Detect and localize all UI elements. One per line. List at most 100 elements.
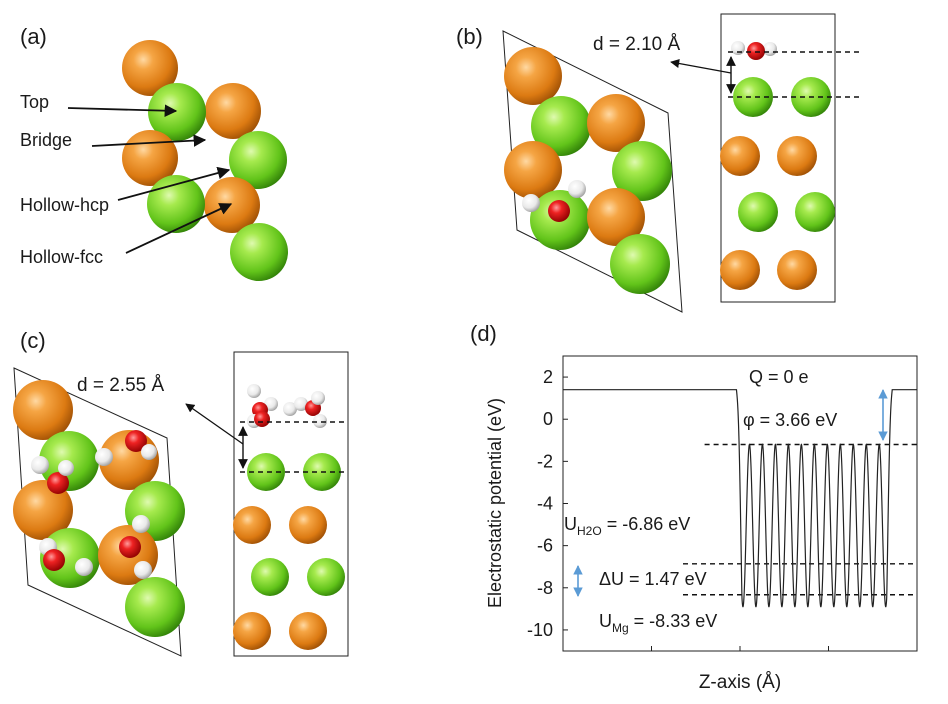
panel-c-label: (c): [20, 328, 46, 353]
u-h2o-subscript: H2O: [577, 524, 602, 538]
orange-atom: [289, 506, 327, 544]
u-mg-subscript: Mg: [612, 621, 629, 635]
y-tick-label: -10: [527, 620, 553, 640]
orange-atom: [720, 136, 760, 176]
orange-atom: [777, 136, 817, 176]
u-mg-value: = -8.33 eV: [629, 611, 718, 631]
orange-atom: [587, 94, 645, 152]
orange-atom: [504, 47, 562, 105]
mg-atom: [251, 558, 289, 596]
u-h2o-symbol: U: [564, 514, 577, 534]
orange-atom: [720, 250, 760, 290]
mg-atom: [531, 96, 591, 156]
mg-atom: [229, 131, 287, 189]
hydrogen-atom: [134, 561, 152, 579]
work-function-annotation: φ = 3.66 eV: [743, 410, 837, 430]
y-tick-label: 0: [543, 409, 553, 429]
oxygen-atom: [254, 411, 270, 427]
panel-b-top-view-atoms: [504, 47, 672, 294]
panel-b-label: (b): [456, 24, 483, 49]
orange-atom: [205, 83, 261, 139]
orange-atom: [587, 188, 645, 246]
u-h2o-annotation: UH2O = -6.86 eV: [564, 514, 690, 538]
hydrogen-atom: [95, 448, 113, 466]
x-axis-label: Z-axis (Å): [699, 672, 781, 693]
panel-d-label: (d): [470, 321, 497, 346]
panel-a-atoms: [122, 40, 288, 281]
y-tick-label: -8: [537, 578, 553, 598]
pointer-arrow-hollow-hcp: [117, 166, 231, 201]
site-label-top: Top: [20, 92, 49, 112]
hydrogen-atom: [31, 456, 49, 474]
panel-c: (c): [13, 328, 349, 657]
hydrogen-atom: [568, 180, 586, 198]
distance-label-c: d = 2.55 Å: [77, 375, 164, 396]
orange-atom: [777, 250, 817, 290]
u-mg-symbol: U: [599, 611, 612, 631]
distance-pointer-b: [670, 59, 732, 74]
mg-atom: [612, 141, 672, 201]
mg-atom: [610, 234, 670, 294]
mg-atom: [147, 175, 205, 233]
mg-atom: [738, 192, 778, 232]
panel-c-side-view-atoms: [233, 384, 345, 650]
hydrogen-atom: [75, 558, 93, 576]
y-tick-label: -2: [537, 451, 553, 471]
oxygen-atom: [119, 536, 141, 558]
y-tick-label: -4: [537, 494, 553, 514]
hydrogen-atom: [132, 515, 150, 533]
site-label-hollow-hcp: Hollow-hcp: [20, 195, 109, 215]
distance-label-b: d = 2.10 Å: [593, 34, 680, 55]
panel-b-side-view-atoms: [720, 41, 835, 290]
orange-atom: [504, 141, 562, 199]
hydrogen-atom: [311, 391, 325, 405]
hydrogen-atom: [731, 41, 745, 55]
y-axis-ticks: 2 0 -2 -4 -6 -8 -10: [527, 367, 568, 640]
hydrogen-atom: [247, 384, 261, 398]
y-tick-label: 2: [543, 367, 553, 387]
u-mg-annotation: UMg = -8.33 eV: [599, 611, 717, 635]
mg-atom: [307, 558, 345, 596]
site-label-bridge: Bridge: [20, 130, 72, 150]
orange-atom: [233, 506, 271, 544]
orange-atom: [122, 40, 178, 96]
y-tick-label: -6: [537, 536, 553, 556]
oxygen-atom: [43, 549, 65, 571]
panel-d: (d) 2 0 -2 -4 -6 -8 -10 Electrostatic potentia…: [470, 321, 918, 693]
x-axis-ticks: [651, 646, 829, 651]
orange-atom: [233, 612, 271, 650]
panel-a: (a) Top Bridge Hollow-hcp Hollow-fcc: [20, 24, 288, 281]
mg-atom: [733, 77, 773, 117]
hydrogen-atom: [763, 42, 777, 56]
mg-atom: [230, 223, 288, 281]
reference-lines: [683, 443, 917, 596]
panel-c-top-view-atoms: [13, 380, 185, 637]
hydrogen-atom: [141, 444, 157, 460]
side-view-cell: [233, 351, 349, 657]
oxygen-atom: [47, 472, 69, 494]
panel-a-label: (a): [20, 24, 47, 49]
hydrogen-atom: [313, 414, 327, 428]
orange-atom: [13, 380, 73, 440]
pointer-arrow-hollow-fcc: [125, 203, 233, 254]
mg-atom: [795, 192, 835, 232]
panel-b: (b): [456, 13, 861, 313]
u-h2o-value: = -6.86 eV: [602, 514, 691, 534]
site-label-hollow-fcc: Hollow-fcc: [20, 247, 103, 267]
hydrogen-atom: [58, 460, 74, 476]
mg-atom: [247, 453, 285, 491]
orange-atom: [289, 612, 327, 650]
oxygen-atom: [125, 430, 147, 452]
pointer-arrow-top: [67, 104, 178, 117]
charge-annotation: Q = 0 e: [749, 367, 809, 387]
mg-atom: [125, 577, 185, 637]
pointer-arrow-bridge: [91, 134, 207, 147]
hydrogen-atom: [283, 402, 297, 416]
distance-pointer-c: [185, 403, 244, 445]
hydrogen-atom: [522, 194, 540, 212]
delta-u-annotation: ΔU = 1.47 eV: [599, 569, 707, 589]
y-axis-label: Electrostatic potential (eV): [485, 398, 505, 608]
hydrogen-atom: [294, 397, 308, 411]
oxygen-atom: [548, 200, 570, 222]
